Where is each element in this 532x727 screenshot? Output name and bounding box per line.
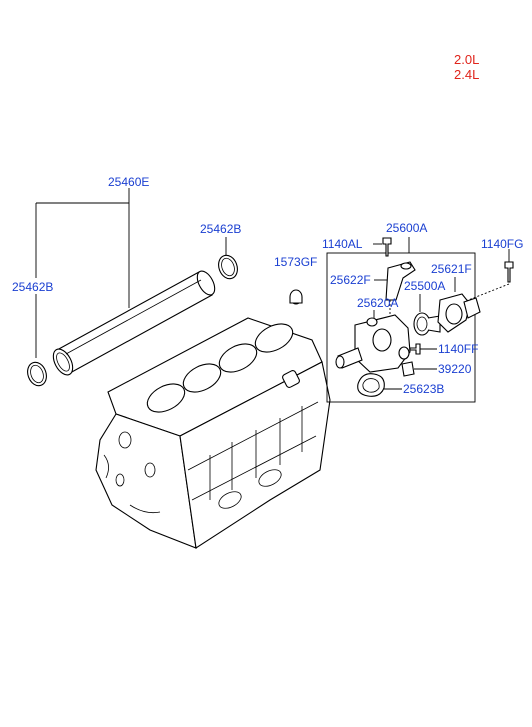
label-housing: 25620A [357, 296, 398, 310]
water-pipe[interactable] [49, 268, 218, 378]
fitting[interactable] [374, 261, 416, 316]
label-fitting: 25622F [330, 273, 371, 287]
thermostat-assembly-box [326, 237, 476, 403]
gasket[interactable] [357, 373, 402, 397]
label-thermostat-assembly: 25600A [386, 221, 427, 235]
bolt-right[interactable] [447, 249, 514, 309]
thermostat-housing[interactable] [335, 310, 411, 373]
label-bolt-top: 1140AL [322, 237, 363, 251]
engine-block [95, 317, 331, 549]
label-thermostat: 25500A [404, 279, 445, 293]
label-water-pipe: 25460E [108, 175, 149, 189]
variant-label-2: 2.4L [454, 67, 479, 82]
label-sensor: 39220 [438, 362, 472, 376]
bolt-lower[interactable] [409, 343, 437, 355]
label-bolt-lower: 1140FF [438, 342, 478, 356]
o-ring-rear[interactable] [24, 360, 49, 389]
bolt-top[interactable] [373, 237, 392, 257]
thermostat[interactable] [413, 294, 441, 336]
o-ring-front[interactable] [215, 253, 240, 282]
pipe-leader-lines [35, 188, 227, 358]
label-cover: 25621F [431, 262, 472, 276]
label-o-ring-front: 25462B [200, 222, 241, 236]
label-gasket: 25623B [403, 382, 444, 396]
plug[interactable] [289, 289, 303, 305]
variant-label-1: 2.0L [454, 52, 479, 67]
label-o-ring-rear: 25462B [12, 280, 53, 294]
temperature-sensor[interactable] [401, 361, 437, 377]
label-plug: 1573GF [274, 255, 317, 269]
label-bolt-right: 1140FG [481, 237, 523, 251]
thermostat-cover[interactable] [437, 277, 481, 333]
